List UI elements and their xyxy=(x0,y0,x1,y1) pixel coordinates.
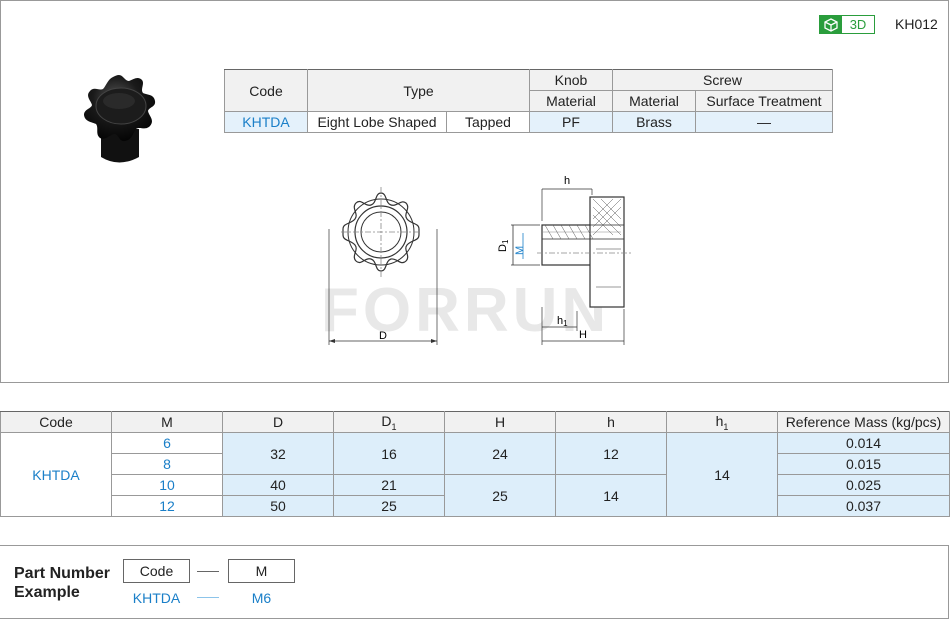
dim-mass-value: 0.037 xyxy=(777,495,950,517)
spec-header-knob: Knob xyxy=(529,69,613,91)
spec-type1-value: Eight Lobe Shaped xyxy=(307,111,447,133)
product-code: KH012 xyxy=(895,16,938,32)
spec-header-screw: Screw xyxy=(612,69,833,91)
dim-m-value[interactable]: 6 xyxy=(111,432,223,454)
part-number-example-code[interactable]: KHTDA xyxy=(132,590,181,606)
dim-h1-value: 14 xyxy=(666,432,778,517)
3d-model-button[interactable]: 3D xyxy=(819,15,875,34)
spec-surface-treatment-value: — xyxy=(695,111,833,133)
spec-header-surface-treatment: Surface Treatment xyxy=(695,90,833,112)
knob-product-image xyxy=(59,71,179,176)
dim-mass-value: 0.014 xyxy=(777,432,950,454)
dimension-table: Code M D D1 H h h1 Reference Mass (kg/pc… xyxy=(0,411,950,517)
dim-mass-value: 0.015 xyxy=(777,453,950,475)
dim-header-d: D xyxy=(222,411,334,433)
label-M: M xyxy=(514,246,526,255)
dim-d1-value: 21 xyxy=(333,474,445,496)
3d-label: 3D xyxy=(849,17,867,32)
technical-drawing: FORRUN D h xyxy=(301,171,661,356)
label-h: h xyxy=(564,175,570,187)
label-D: D xyxy=(379,330,387,342)
spec-header-knob-material: Material xyxy=(529,90,613,112)
part-number-example-dash xyxy=(197,597,219,598)
dim-m-value[interactable]: 10 xyxy=(111,474,223,496)
cube-icon xyxy=(820,16,842,33)
watermark-text: FORRUN xyxy=(321,276,610,345)
label-H: H xyxy=(579,329,587,341)
dim-m-value[interactable]: 8 xyxy=(111,453,223,475)
spec-knob-material-value: PF xyxy=(529,111,613,133)
spec-code-value[interactable]: KHTDA xyxy=(224,111,308,133)
part-number-title: Part Number Example xyxy=(14,565,111,601)
spec-header-type: Type xyxy=(307,69,530,112)
spec-table: Code Type Knob Screw Material Material S… xyxy=(224,69,833,133)
part-number-dash xyxy=(197,571,219,572)
part-number-code-box: Code xyxy=(123,559,190,583)
part-number-example-m[interactable]: M6 xyxy=(251,590,272,606)
dim-d-value: 50 xyxy=(222,495,334,517)
label-h1: h1 xyxy=(557,315,568,328)
spec-header-screw-material: Material xyxy=(612,90,696,112)
product-panel: 3D KH012 Code Type Knob Screw Material M… xyxy=(0,0,949,383)
dim-H-value: 25 xyxy=(444,474,556,517)
dim-d-value: 32 xyxy=(222,432,334,475)
dim-header-code: Code xyxy=(0,411,112,433)
part-number-m-box: M xyxy=(228,559,295,583)
spec-header-code: Code xyxy=(224,69,308,112)
dim-h-value: 14 xyxy=(555,474,667,517)
dim-m-value[interactable]: 12 xyxy=(111,495,223,517)
dim-d1-value: 16 xyxy=(333,432,445,475)
dim-header-h: h xyxy=(555,411,667,433)
dim-header-h1: h1 xyxy=(666,411,778,433)
dim-h-value: 12 xyxy=(555,432,667,475)
dim-d-value: 40 xyxy=(222,474,334,496)
spec-type2-value: Tapped xyxy=(446,111,530,133)
dim-header-mass: Reference Mass (kg/pcs) xyxy=(777,411,950,433)
dim-d1-value: 25 xyxy=(333,495,445,517)
dim-code-value[interactable]: KHTDA xyxy=(0,432,112,517)
dim-H-value: 24 xyxy=(444,432,556,475)
dim-header-H: H xyxy=(444,411,556,433)
label-D1: D1 xyxy=(497,239,510,252)
part-number-example: Part Number Example Code M KHTDA M6 xyxy=(0,545,949,619)
dim-mass-value: 0.025 xyxy=(777,474,950,496)
dim-header-m: M xyxy=(111,411,223,433)
spec-screw-material-value: Brass xyxy=(612,111,696,133)
dim-header-d1: D1 xyxy=(333,411,445,433)
